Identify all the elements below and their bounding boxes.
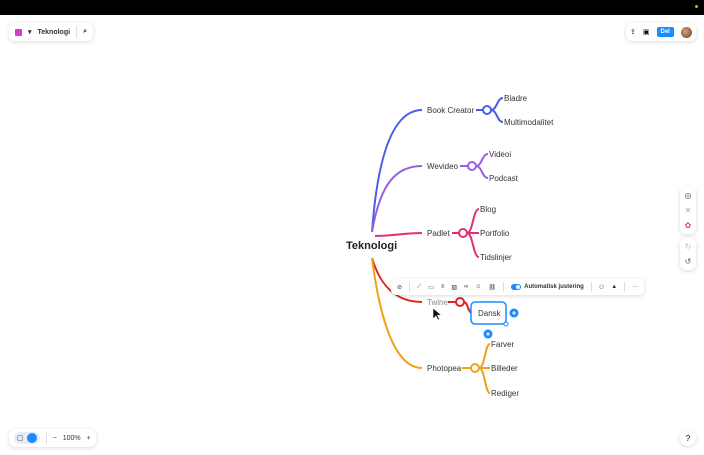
- text-format-icon[interactable]: ≡: [440, 284, 445, 290]
- leaf-node[interactable]: Podcast: [489, 174, 519, 183]
- leaf-node[interactable]: Blog: [480, 205, 496, 214]
- document-icon[interactable]: ▢: [17, 435, 24, 442]
- leaf-node[interactable]: Tidslinjer: [480, 253, 512, 262]
- branch-line: [371, 257, 423, 303]
- board-menu: ▾ Teknologi ⌕: [9, 23, 93, 41]
- collapse-node-icon[interactable]: [455, 297, 465, 307]
- branch-line: [460, 153, 489, 179]
- style-icon[interactable]: ⚇: [598, 284, 605, 291]
- redo-icon[interactable]: ↻: [684, 242, 692, 251]
- divider: [503, 282, 505, 292]
- zoom-in-button[interactable]: +: [86, 434, 91, 442]
- attachment-icon[interactable]: ∞: [464, 284, 469, 290]
- leaf-node[interactable]: Rediger: [491, 389, 519, 398]
- resize-handle[interactable]: [503, 321, 509, 327]
- search-icon[interactable]: ⌕: [83, 28, 87, 35]
- divider: [590, 282, 592, 292]
- status-dot: [695, 5, 698, 8]
- avatar[interactable]: [680, 26, 692, 38]
- branch-node[interactable]: Photopea: [427, 364, 462, 373]
- disable-icon[interactable]: ⊘: [397, 284, 403, 291]
- leaf-node[interactable]: Multimodalitet: [504, 118, 554, 127]
- collapse-node-icon[interactable]: [458, 228, 468, 238]
- target-icon[interactable]: ◎: [684, 191, 692, 200]
- present-icon[interactable]: ▣: [642, 29, 650, 36]
- right-tools: ◎ ✕ ✿: [680, 187, 696, 234]
- leaf-node-selected[interactable]: Dansk: [478, 309, 502, 318]
- collapse-node-icon[interactable]: [467, 161, 477, 171]
- shuffle-icon[interactable]: ✕: [684, 206, 692, 215]
- history-tools: ↻ ↺: [680, 238, 696, 270]
- divider: [624, 282, 626, 292]
- branch-node[interactable]: Twine: [427, 298, 448, 307]
- divider: [76, 26, 78, 38]
- leaf-node[interactable]: Farver: [491, 340, 514, 349]
- chevron-down-icon[interactable]: ▾: [28, 29, 32, 36]
- branch-line: [462, 343, 491, 394]
- line-style-icon[interactable]: ⟋: [417, 283, 422, 290]
- selected-node-box[interactable]: [470, 301, 507, 325]
- app-logo-icon[interactable]: [15, 28, 22, 36]
- branch-line: [452, 208, 480, 258]
- leaf-node[interactable]: Portfolio: [480, 229, 510, 238]
- root-node[interactable]: Teknologi: [346, 240, 397, 252]
- branch-line: [374, 232, 423, 237]
- help-icon: ?: [685, 433, 691, 443]
- branch-node[interactable]: Padlet: [427, 229, 450, 238]
- upload-icon[interactable]: ⇪: [630, 29, 636, 36]
- zoom-out-button[interactable]: −: [52, 434, 57, 442]
- node-toolbar: ⊘ ⟋ ▭ ≡ ▨ ∞ ☺ ⛓ Automatisk justering ⚇ ▲…: [391, 279, 645, 295]
- collapse-node-icon[interactable]: [482, 105, 492, 115]
- divider: [45, 432, 47, 444]
- board-title[interactable]: Teknologi: [37, 28, 71, 36]
- leaf-node[interactable]: Bladre: [504, 94, 528, 103]
- window-top-bar: [0, 0, 704, 15]
- auto-align-toggle[interactable]: [511, 284, 522, 290]
- leaf-node[interactable]: Billeder: [491, 364, 518, 373]
- mindmap-view-icon[interactable]: [26, 433, 37, 443]
- divider: [409, 282, 411, 292]
- mouse-cursor-icon: [432, 307, 443, 321]
- branch-line: [371, 257, 423, 369]
- bottom-left-controls: ▢ − 100% +: [9, 429, 96, 447]
- branch-node[interactable]: Book Creator: [427, 106, 474, 115]
- link-icon[interactable]: ⛓: [488, 284, 497, 291]
- collapse-node-icon[interactable]: [470, 363, 480, 373]
- fill-icon[interactable]: ▲: [611, 284, 618, 290]
- help-button[interactable]: ?: [680, 430, 696, 446]
- branch-line: [371, 165, 423, 233]
- view-switch: ▢: [14, 432, 40, 444]
- comment-icon[interactable]: ▭: [428, 284, 434, 291]
- auto-align-label: Automatisk justering: [524, 284, 584, 290]
- share-button[interactable]: Del: [656, 27, 674, 37]
- image-icon[interactable]: ▨: [451, 284, 458, 291]
- branch-node[interactable]: Wevideo: [427, 162, 459, 171]
- more-button[interactable]: ···: [632, 284, 639, 290]
- branch-line: [371, 109, 423, 233]
- emoji-icon[interactable]: ☺: [475, 284, 482, 290]
- color-palette-icon[interactable]: ✿: [684, 221, 692, 230]
- top-right-actions: ⇪ ▣ Del: [626, 23, 696, 41]
- leaf-node[interactable]: Videoi: [489, 150, 511, 159]
- zoom-level[interactable]: 100%: [62, 434, 81, 442]
- branch-line: [476, 97, 504, 123]
- undo-icon[interactable]: ↺: [684, 257, 692, 266]
